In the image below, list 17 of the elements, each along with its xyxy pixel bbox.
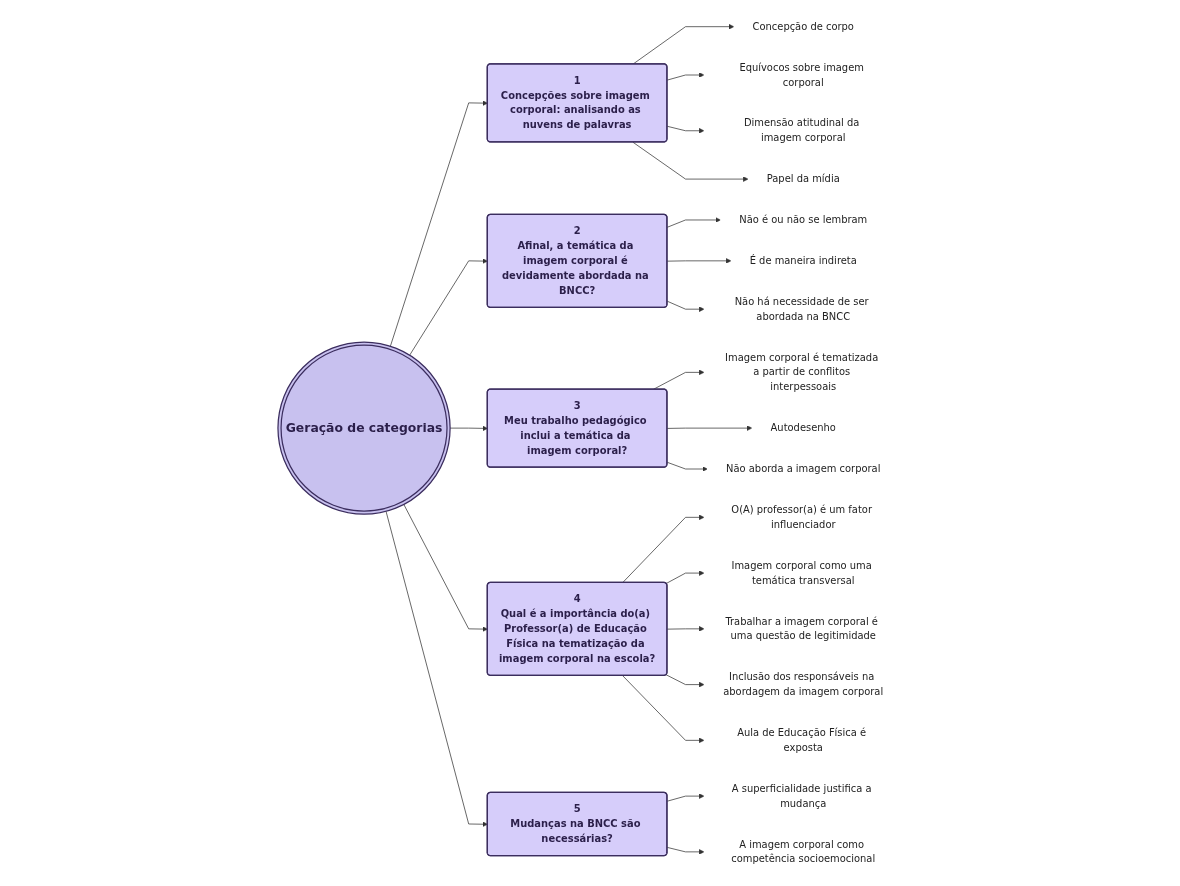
- node-text: A superficialidade justifica a mudança: [731, 782, 872, 810]
- node-text: Equívocos sobre imagem corporal: [739, 61, 864, 89]
- node-text: Imagem corporal como uma temática transversal: [731, 559, 872, 587]
- node-text: Não é ou não se lembram: [739, 213, 868, 226]
- node-text: É de maneira indireta: [749, 254, 857, 267]
- node-text: Papel da mídia: [766, 172, 840, 185]
- node-text: Não há necessidade de ser abordada na BNCC: [734, 295, 869, 323]
- node-text: Autodesenho: [770, 421, 836, 434]
- node-text: Aula de Educação Física é exposta: [737, 726, 866, 754]
- node-text: Dimensão atitudinal da imagem corporal: [743, 117, 860, 144]
- node-text: Imagem corporal é tematizada a partir de conflitos interpessoais: [724, 351, 879, 393]
- node-text: Trabalhar a imagem corporal é uma questão de legitimidade: [725, 615, 878, 642]
- node-text: A imagem corporal como competência socioemocional: [731, 838, 876, 865]
- node-text: Concepção de corpo: [752, 20, 854, 33]
- node-text: Inclusão dos responsáveis na abordagem da imagem corporal: [723, 670, 884, 698]
- node-text: Não aborda a imagem corporal: [725, 462, 881, 475]
- node-text: O(A) professor(a) é um fator influenciador: [731, 503, 872, 531]
